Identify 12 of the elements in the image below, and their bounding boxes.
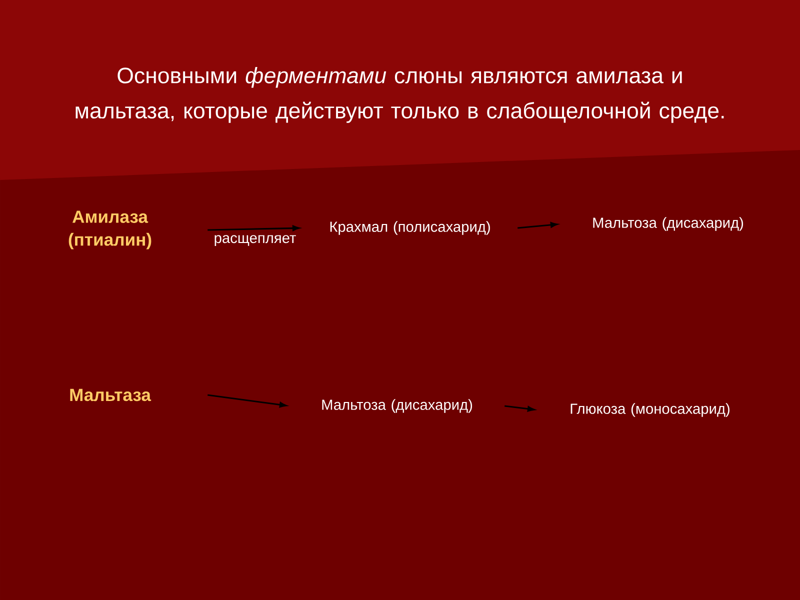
enzyme-name: Мальтаза	[70, 388, 152, 402]
substance-label: Мальтоза (дисахарид)	[593, 217, 744, 231]
enzyme-name: Амилаза (птиалин)	[68, 210, 152, 250]
slide-title: Основными ферментами слюны являются амилаза и мальтаза, которые действуют только в слабощелочной среде.	[76, 67, 724, 123]
arrow	[207, 394, 287, 408]
arrow	[504, 405, 535, 412]
substance-label: Крахмал (полисахарид)	[330, 221, 490, 235]
edge-label: расщепляет	[214, 235, 296, 246]
substance-label: Мальтоза (дисахарид)	[322, 399, 472, 413]
arrow	[208, 225, 300, 232]
substance-label: Глюкоза (моносахарид)	[570, 403, 730, 417]
arrow	[518, 222, 558, 229]
